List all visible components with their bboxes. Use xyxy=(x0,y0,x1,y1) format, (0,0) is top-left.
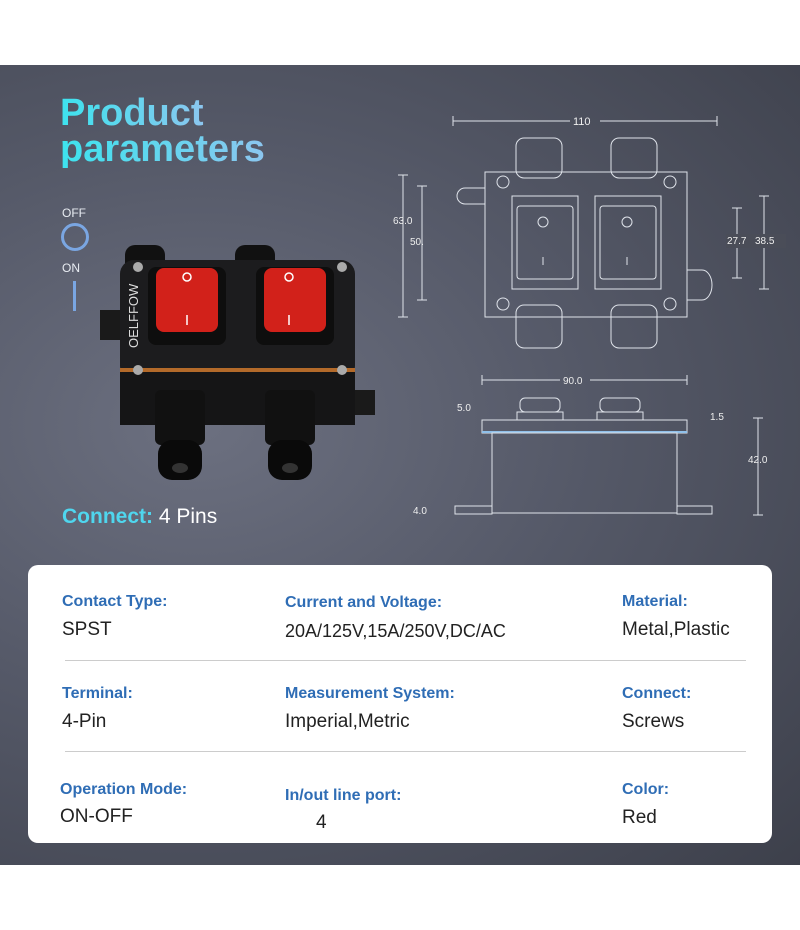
product-photo: OELFFOW xyxy=(100,245,375,480)
spec-value: 4 xyxy=(316,812,327,833)
spec-value: Imperial,Metric xyxy=(285,711,410,732)
spec-label: Measurement System: xyxy=(285,685,455,702)
dim-lid: 5.0 xyxy=(457,403,471,414)
spec-label: Operation Mode: xyxy=(60,781,188,798)
dim-height-inner: 50. xyxy=(410,237,424,248)
spec-value: SPST xyxy=(62,619,112,640)
dim-foot: 4.0 xyxy=(413,506,427,517)
dim-width: 110 xyxy=(573,116,591,128)
spec-label: Terminal: xyxy=(62,685,133,702)
dim-depth: 42.0 xyxy=(748,455,768,466)
divider xyxy=(65,660,746,661)
dim-base-width: 90.0 xyxy=(563,376,583,387)
dim-frame-height: 38.5 xyxy=(755,236,775,247)
off-circle-icon xyxy=(61,223,89,251)
brand-logo: OELFFOW xyxy=(126,283,141,348)
title-line-2: parameters xyxy=(60,128,265,170)
spec-value: 20A/125V,15A/250V,DC/AC xyxy=(285,621,506,641)
spec-label: Color: xyxy=(622,781,670,798)
dimension-drawing: 110 63.0 50. 27.7 38.5 90.0 42.0 5.0 1.5… xyxy=(393,116,786,517)
title-line-1: Product xyxy=(60,92,204,134)
off-label: OFF xyxy=(62,206,86,220)
divider xyxy=(65,751,746,752)
spec-value: Metal,Plastic xyxy=(622,619,730,640)
connect-caption: Connect: 4 Pins xyxy=(62,505,217,529)
spec-label: In/out line port: xyxy=(285,787,402,804)
spec-label: Current and Voltage: xyxy=(285,594,443,611)
spec-value: 4-Pin xyxy=(62,711,107,732)
connect-value: 4 Pins xyxy=(158,505,218,528)
dim-height-outer: 63.0 xyxy=(393,216,413,227)
dim-switch-height: 27.7 xyxy=(727,236,747,247)
spec-value: Screws xyxy=(622,711,685,732)
spec-value: ON-OFF xyxy=(60,806,133,827)
spec-label: Material: xyxy=(622,593,688,610)
spec-card: Contact Type: SPST Current and Voltage: … xyxy=(28,565,772,843)
on-label: ON xyxy=(62,261,80,275)
connect-label: Connect: xyxy=(62,505,153,528)
spec-value: Red xyxy=(622,807,657,828)
on-bar-icon xyxy=(73,281,76,311)
spec-label: Contact Type: xyxy=(62,593,168,610)
dim-gap: 1.5 xyxy=(710,412,724,423)
spec-label: Connect: xyxy=(622,685,692,702)
